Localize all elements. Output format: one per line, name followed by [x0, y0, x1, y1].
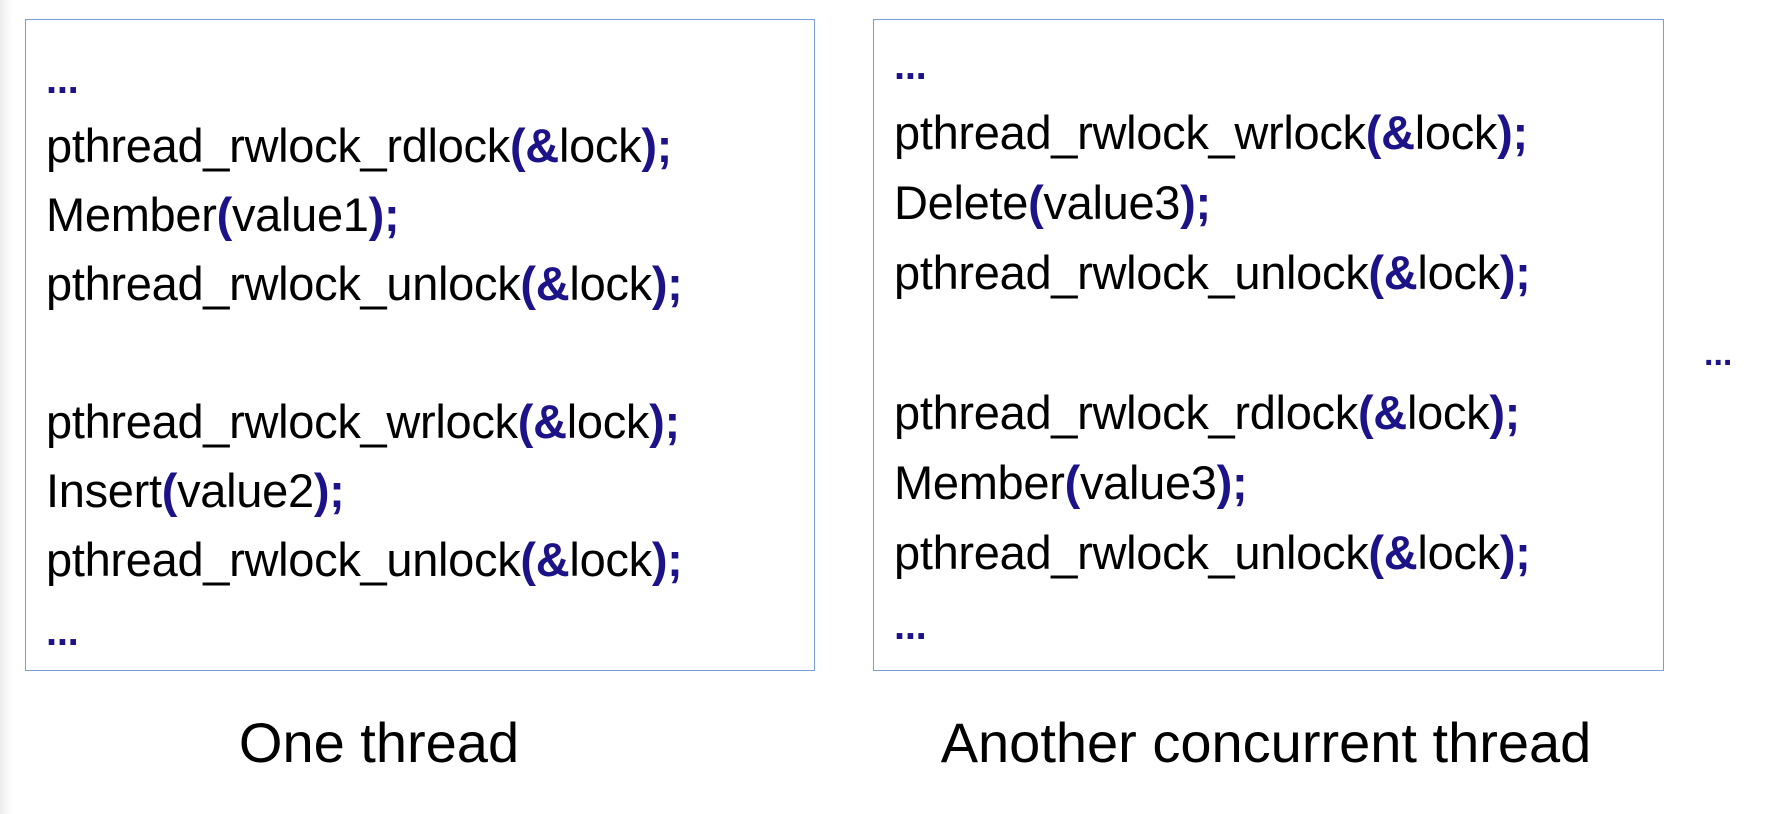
code-punctuation: (& — [1368, 526, 1418, 579]
code-line: pthread_rwlock_unlock(&lock); — [894, 518, 1663, 588]
code-punctuation: ( — [216, 188, 233, 241]
code-punctuation: (& — [509, 119, 559, 172]
code-punctuation: ); — [1499, 526, 1531, 579]
code-token: pthread_rwlock_unlock — [894, 246, 1369, 299]
code-punctuation: ); — [649, 395, 680, 448]
code-punctuation: ); — [641, 119, 673, 172]
ellipsis: ... — [46, 610, 79, 654]
code-punctuation: ); — [313, 464, 345, 517]
code-token: pthread_rwlock_rdlock — [46, 119, 510, 172]
ellipsis: ... — [46, 58, 79, 102]
thread-1-code-box: ...pthread_rwlock_rdlock(&lock);Member(v… — [25, 19, 815, 671]
thread-2-code-box: ...pthread_rwlock_wrlock(&lock);Delete(v… — [873, 19, 1664, 671]
code-punctuation: ); — [651, 257, 683, 310]
code-punctuation: (& — [520, 533, 570, 586]
code-line: pthread_rwlock_wrlock(&lock); — [894, 98, 1663, 168]
code-line: pthread_rwlock_unlock(&lock); — [46, 249, 814, 318]
code-line: Member(value3); — [894, 448, 1663, 518]
code-line: Member(value1); — [46, 180, 814, 249]
code-token: lock — [558, 119, 642, 172]
code-token: pthread_rwlock_wrlock — [46, 395, 518, 448]
code-punctuation: ( — [161, 464, 178, 517]
code-line: pthread_rwlock_rdlock(&lock); — [894, 378, 1663, 448]
code-line: pthread_rwlock_wrlock(&lock); — [46, 387, 814, 456]
code-punctuation: ); — [368, 188, 400, 241]
code-line: Delete(value3); — [894, 168, 1663, 238]
code-line: ... — [46, 42, 814, 111]
left-edge-shade — [0, 0, 12, 814]
code-token: value3 — [1079, 456, 1217, 509]
code-line: pthread_rwlock_unlock(&lock); — [894, 238, 1663, 308]
code-line: ... — [46, 594, 814, 663]
code-token: lock — [1406, 386, 1490, 439]
code-punctuation: ); — [1489, 386, 1521, 439]
blank-line — [46, 318, 814, 387]
code-punctuation: ); — [1497, 106, 1528, 159]
code-token: lock — [569, 533, 652, 586]
ellipsis: ... — [894, 604, 927, 648]
code-line: pthread_rwlock_unlock(&lock); — [46, 525, 814, 594]
code-token: lock — [1414, 106, 1498, 159]
ellipsis: ... — [894, 44, 927, 88]
code-line: ... — [894, 588, 1663, 658]
code-punctuation: (& — [1368, 246, 1418, 299]
code-punctuation: ); — [1180, 176, 1211, 229]
code-punctuation: ); — [1499, 246, 1531, 299]
code-token: value1 — [231, 188, 369, 241]
code-token: lock — [569, 257, 652, 310]
code-token: pthread_rwlock_rdlock — [894, 386, 1358, 439]
code-punctuation: ); — [651, 533, 683, 586]
code-token: lock — [1417, 526, 1500, 579]
code-punctuation: ( — [1028, 176, 1044, 229]
code-token: pthread_rwlock_wrlock — [894, 106, 1366, 159]
code-line: Insert(value2); — [46, 456, 814, 525]
code-token: Member — [46, 188, 217, 241]
code-token: pthread_rwlock_unlock — [46, 257, 521, 310]
code-token: value3 — [1043, 176, 1181, 229]
code-token: value2 — [177, 464, 314, 517]
code-punctuation: ( — [1064, 456, 1081, 509]
code-punctuation: ); — [1216, 456, 1248, 509]
code-line: pthread_rwlock_rdlock(&lock); — [46, 111, 814, 180]
more-threads-ellipsis: ... — [1704, 335, 1733, 373]
thread-1-caption: One thread — [238, 711, 520, 774]
code-line: ... — [894, 28, 1663, 98]
code-punctuation: (& — [1365, 106, 1415, 159]
code-token: Delete — [894, 176, 1029, 229]
code-token: lock — [566, 395, 650, 448]
code-punctuation: (& — [1357, 386, 1407, 439]
code-punctuation: (& — [517, 395, 567, 448]
code-token: lock — [1417, 246, 1500, 299]
blank-line — [894, 308, 1663, 378]
code-token: Insert — [46, 464, 162, 517]
code-token: pthread_rwlock_unlock — [894, 526, 1369, 579]
code-token: Member — [894, 456, 1065, 509]
thread-2-caption: Another concurrent thread — [940, 711, 1592, 774]
code-punctuation: (& — [520, 257, 570, 310]
code-token: pthread_rwlock_unlock — [46, 533, 521, 586]
